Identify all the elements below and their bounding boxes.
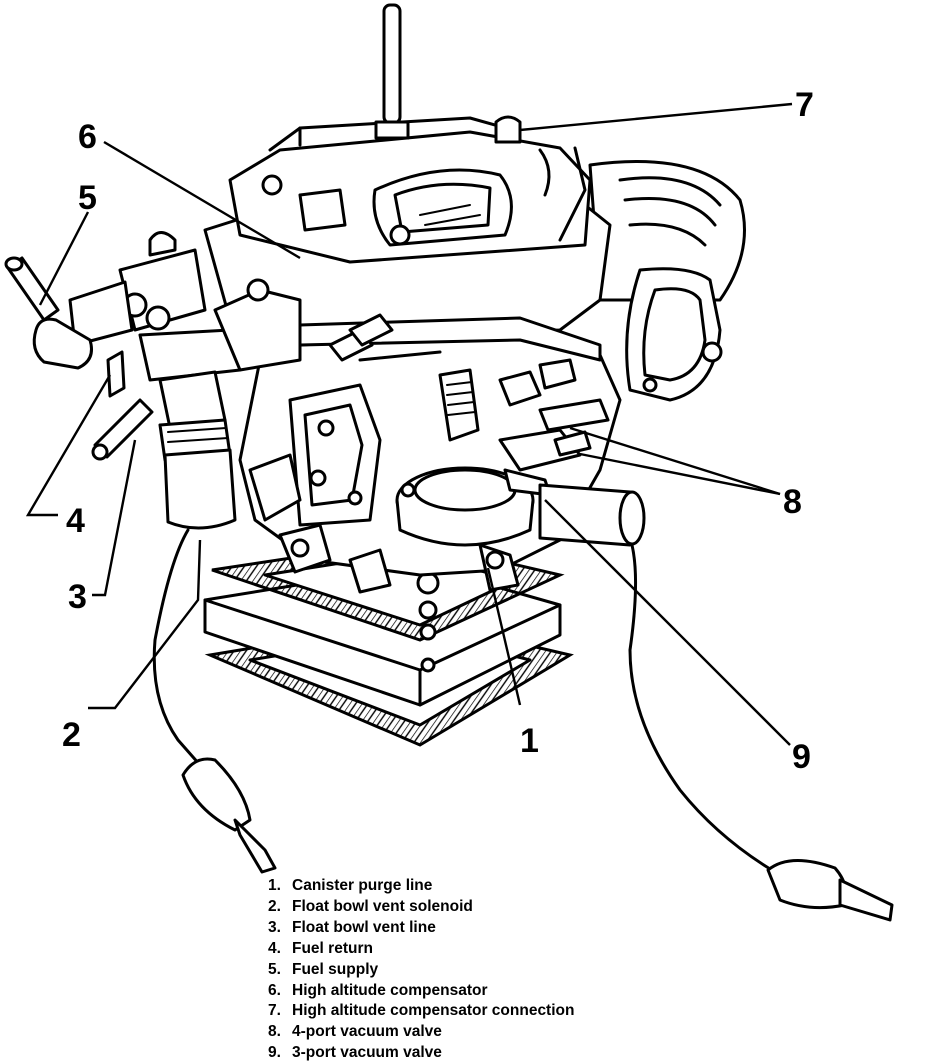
legend-text: Canister purge line (292, 877, 433, 894)
carburetor-body (238, 328, 622, 594)
legend-number: 8. (268, 1023, 281, 1041)
legend-text: Fuel supply (292, 960, 379, 978)
fuel-supply-pipe (4, 256, 93, 370)
legend-number: 7. (268, 1002, 281, 1020)
solenoid-wire (152, 528, 277, 874)
legend-text: High altitude compensator connection (292, 1002, 575, 1020)
legend-item: 4. Fuel return (268, 939, 574, 960)
legend-number: 5. (268, 960, 281, 978)
callout-7: 7 (795, 86, 814, 124)
callout-4: 4 (66, 502, 85, 540)
legend-text: 3-port vacuum valve (292, 1044, 442, 1062)
valve-wire (628, 543, 894, 922)
legend-item: 6. High altitude compensator (268, 981, 574, 1002)
parts-legend: 1. Canister purge line 2. Float bowl vent … (268, 876, 574, 1064)
legend-number: 2. (268, 897, 281, 915)
cover-stud (374, 3, 410, 140)
callout-numbers: 1 2 3 4 5 6 7 8 9 (62, 86, 814, 776)
vacuum-valve-diaphragm (395, 466, 535, 592)
legend-item: 8. 4-port vacuum valve (268, 1022, 574, 1043)
legend-item: 3. Float bowl vent line (268, 918, 574, 939)
fuel-return-nipple (106, 350, 126, 398)
callout-8: 8 (783, 483, 802, 521)
compensator-connection-nipple (494, 115, 522, 144)
legend-item: 2. Float bowl vent solenoid (268, 897, 574, 918)
choke-housing (588, 160, 746, 402)
leader-lines (25, 102, 793, 746)
callout-1: 1 (520, 722, 539, 760)
callout-3: 3 (68, 578, 87, 616)
four-port-valve (498, 398, 610, 497)
vent-solenoid (158, 418, 237, 530)
legend-text: High altitude compensator (292, 981, 488, 999)
callout-5: 5 (78, 179, 97, 217)
legend-item: 1. Canister purge line (268, 876, 574, 897)
legend-number: 4. (268, 939, 281, 957)
legend-text: Float bowl vent solenoid (292, 897, 473, 915)
legend-text: Float bowl vent line (292, 918, 436, 936)
legend-text: Fuel return (292, 939, 373, 957)
legend-number: 6. (268, 981, 281, 999)
three-port-valve (538, 483, 646, 547)
vent-line-pipe (91, 398, 154, 461)
legend-item: 7. High altitude compensator connection (268, 1001, 574, 1022)
legend-item: 5. Fuel supply (268, 960, 574, 981)
callout-2: 2 (62, 716, 81, 754)
legend-number: 1. (268, 877, 281, 894)
legend-text: 4-port vacuum valve (292, 1023, 442, 1041)
air-horn-cover (203, 116, 612, 347)
legend-number: 9. (268, 1044, 281, 1062)
fuel-inlet-block (68, 231, 302, 430)
throttle-body (298, 313, 602, 362)
legend-item: 9. 3-port vacuum valve (268, 1043, 574, 1064)
callout-6: 6 (78, 118, 97, 156)
legend-number: 3. (268, 918, 281, 936)
callout-9: 9 (792, 738, 811, 776)
